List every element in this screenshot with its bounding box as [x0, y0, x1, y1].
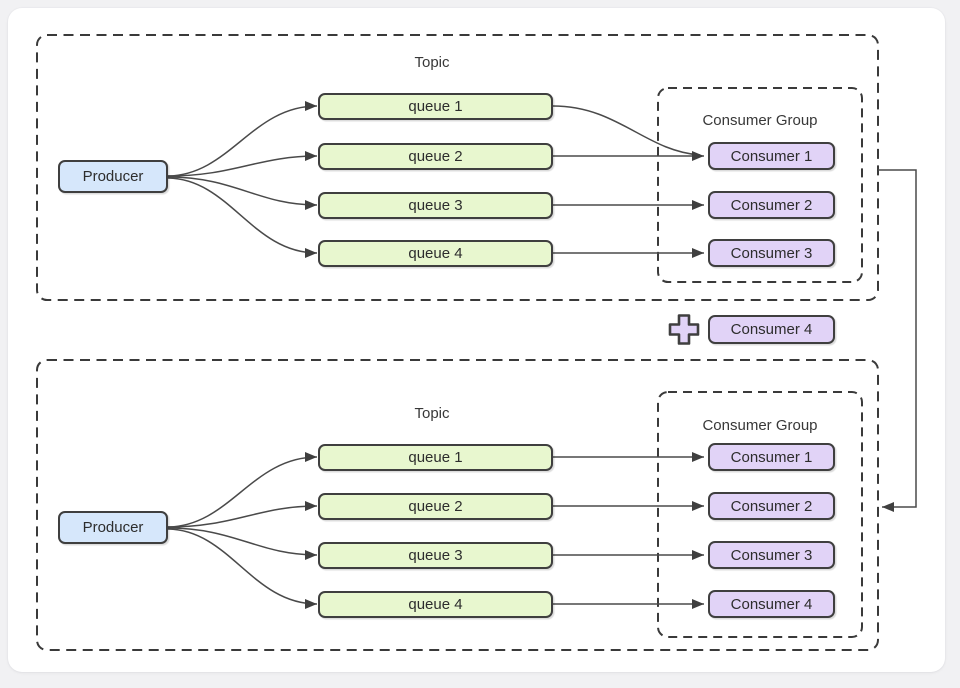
consumer-group-label-top: Consumer Group	[702, 112, 818, 129]
consumer1-node-top: Consumer 1	[708, 142, 835, 170]
consumer1-node-bottom: Consumer 1	[708, 443, 835, 471]
queue4-node-top: queue 4	[318, 240, 553, 267]
topic-label-top: Topic	[414, 54, 450, 71]
consumer3-node-top: Consumer 3	[708, 239, 835, 267]
queue2-node-bottom: queue 2	[318, 493, 553, 520]
queue3-node-bottom: queue 3	[318, 542, 553, 569]
queue3-node-top: queue 3	[318, 192, 553, 219]
producer-node-bottom: Producer	[58, 511, 168, 544]
queue2-node-top: queue 2	[318, 143, 553, 170]
consumer2-node-bottom: Consumer 2	[708, 492, 835, 520]
queue1-node-top: queue 1	[318, 93, 553, 120]
queue4-node-bottom: queue 4	[318, 591, 553, 618]
plus-icon	[667, 312, 701, 347]
consumer-group-label-bottom: Consumer Group	[702, 417, 818, 434]
consumer2-node-top: Consumer 2	[708, 191, 835, 219]
consumer3-node-bottom: Consumer 3	[708, 541, 835, 569]
consumer4-node-bottom: Consumer 4	[708, 590, 835, 618]
queue1-node-bottom: queue 1	[318, 444, 553, 471]
topic-label-bottom: Topic	[414, 405, 450, 422]
added-consumer4-node: Consumer 4	[708, 315, 835, 344]
producer-node-top: Producer	[58, 160, 168, 193]
